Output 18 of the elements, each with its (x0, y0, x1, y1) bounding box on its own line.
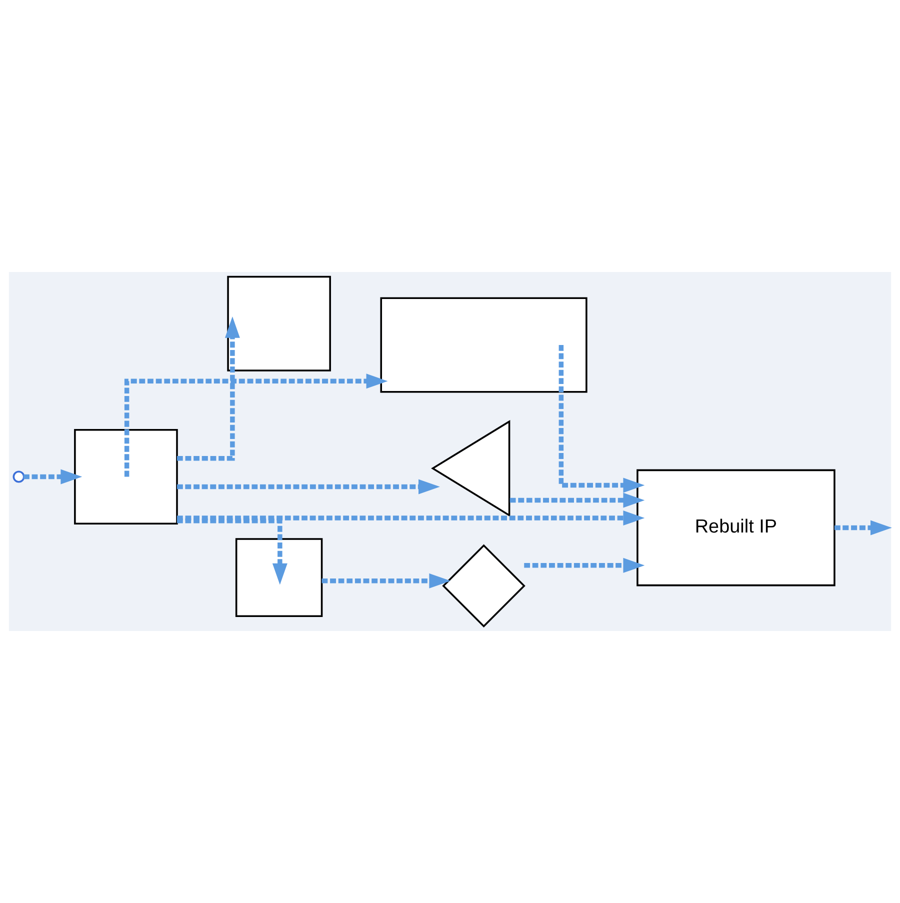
arrow (24, 469, 82, 484)
node-triangle (431, 420, 510, 517)
arrow (124, 374, 388, 477)
arrow (177, 479, 440, 494)
node-box (227, 276, 331, 372)
arrow (524, 558, 645, 573)
arrow (177, 316, 240, 461)
node-diamond (442, 544, 526, 628)
arrow (834, 520, 892, 536)
node-box (380, 297, 588, 393)
node-box (235, 538, 323, 618)
arrow (177, 510, 645, 526)
arrow (177, 518, 288, 585)
node-box (74, 428, 178, 524)
node-box: Rebuilt IP (636, 469, 836, 586)
arrow (558, 344, 645, 493)
arrow (510, 492, 645, 508)
arrow (322, 573, 451, 588)
